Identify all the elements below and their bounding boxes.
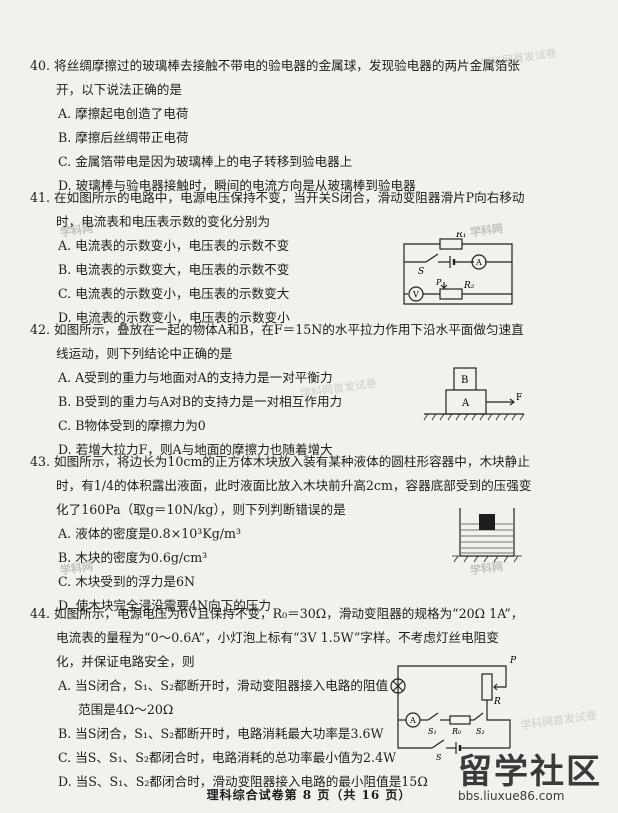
option: B. 当S闭合，S₁、S₂都断开时，电路消耗最大功率是3.6W <box>58 726 384 741</box>
q42-blocks-diagram: B A F <box>423 367 525 421</box>
option: B. 木块的密度为0.6g/cm³ <box>58 550 208 565</box>
resistor-r1 <box>439 238 463 250</box>
switch-s2 <box>473 712 484 721</box>
rheostat-r <box>481 673 493 701</box>
option: D. 当S、S₁、S₂都闭合时，滑动变阻器接入电路的最小阻值是15Ω <box>58 774 428 789</box>
option: D. 若增大拉力F，则A与地面的摩擦力也随着增大 <box>58 442 333 457</box>
brand-watermark: 留学社区 bbs.liuxue86.com <box>458 744 608 804</box>
question-stem: 电流表的量程为“0～0.6A”，小灯泡上标有“3V 1.5W”字样。不考虑灯丝电… <box>56 630 499 645</box>
label-voltmeter: V <box>412 290 419 299</box>
question-42: 42. 如图所示，叠放在一起的物体A和B，在F＝15N的水平拉力作用下沿水平面做… <box>30 318 600 462</box>
question-stem: 时，有1/4的体积露出液面，此时液面比放入木块前升高2cm，容器底部受到的压强变 <box>56 478 532 493</box>
option: C. 当S、S₁、S₂都闭合时，电路消耗的总功率最小值为2.4W <box>58 750 397 765</box>
option: B. 摩擦后丝绸带正电荷 <box>58 130 189 145</box>
wire <box>403 243 440 262</box>
resistor-r0 <box>449 715 471 725</box>
slider-p <box>482 665 507 688</box>
question-44: 44. 如图所示，电源电压为6V且保持不变，R₀＝30Ω，滑动变阻器的规格为“2… <box>30 602 600 794</box>
question-stem: 40. 将丝绸摩擦过的玻璃棒去接触不带电的验电器的金属球，发现验电器的两片金属箔… <box>30 58 521 73</box>
option: A. 摩擦起电创造了电荷 <box>58 106 189 121</box>
label-b: B <box>461 375 468 386</box>
label-r1: R₁ <box>455 232 466 240</box>
switch-s1 <box>427 712 439 721</box>
label-r0: R₀ <box>451 727 462 736</box>
question-40: 40. 将丝绸摩擦过的玻璃棒去接触不带电的验电器的金属球，发现验电器的两片金属箔… <box>30 54 600 198</box>
option: D. 使木块完全浸没需要4N向下的压力 <box>58 598 271 613</box>
brand-url: bbs.liuxue86.com <box>458 789 565 803</box>
option: C. B物体受到的摩擦力为0 <box>58 418 206 433</box>
force-arrow-head <box>509 398 515 406</box>
option: C. 金属箔带电是因为玻璃棒上的电子转移到验电器上 <box>58 154 353 169</box>
wood-block <box>479 514 495 530</box>
wire <box>462 243 513 262</box>
question-stem: 41. 在如图所示的电路中，电源电压保持不变，当开关S闭合，滑动变阻器滑片P向右… <box>30 190 525 205</box>
label-s2: S₂ <box>476 727 485 736</box>
slider-p <box>440 284 448 289</box>
wire <box>486 700 511 748</box>
option: A. A受到的重力与地面对A的支持力是一对平衡力 <box>58 370 333 385</box>
lamp <box>392 680 404 692</box>
label-s1: S₁ <box>428 727 437 736</box>
question-stem: 化，并保证电路安全，则 <box>56 654 195 669</box>
q41-circuit-diagram: R₁ S A V P R₂ <box>403 232 513 305</box>
option-continuation: 范围是4Ω～20Ω <box>78 702 174 717</box>
block-a <box>445 389 487 415</box>
option: B. 电流表的示数变大，电压表的示数不变 <box>58 262 290 277</box>
label-ammeter: A <box>409 716 416 725</box>
label-r: R <box>493 697 501 707</box>
question-stem: 线运动，则下列结论中正确的是 <box>56 346 233 361</box>
question-stem: 化了160Pa（取g＝10N/kg），则下列判断错误的是 <box>56 502 346 517</box>
q43-container-diagram <box>452 508 522 563</box>
wire <box>403 261 513 305</box>
label-s: S <box>436 753 442 760</box>
label-ammeter: A <box>475 258 482 267</box>
question-stem: 开，以下说法正确的是 <box>56 82 182 97</box>
option: A. 电流表的示数变小，电压表的示数不变 <box>58 238 290 253</box>
brand-name: 留学社区 <box>458 752 602 792</box>
resistor-r2 <box>439 288 463 300</box>
label-p: P <box>509 656 517 666</box>
label-f: F <box>516 393 522 403</box>
option: D. 电流表的示数变小，电压表的示数变小 <box>58 310 290 325</box>
question-stem: 时，电流表和电压表示数的变化分别为 <box>56 214 271 229</box>
label-r2: R₂ <box>463 281 475 291</box>
option: C. 木块受到的浮力是6N <box>58 574 195 589</box>
label-s: S <box>418 267 424 277</box>
option: D. 玻璃棒与验电器接触时，瞬间的电流方向是从玻璃棒到验电器 <box>58 178 416 193</box>
option: B. B受到的重力与A对B的支持力是一对相互作用力 <box>58 394 343 409</box>
question-stem: 42. 如图所示，叠放在一起的物体A和B，在F＝15N的水平拉力作用下沿水平面做… <box>30 322 524 337</box>
wire <box>397 665 482 679</box>
q44-circuit-diagram: P R A S₁ R₀ S₂ S <box>390 656 517 760</box>
slider-p-head <box>493 683 498 691</box>
ammeter <box>471 254 487 270</box>
question-43: 43. 如图所示，将边长为10cm的正方体木块放入装有某种液体的圆柱形容器中，木… <box>30 450 600 618</box>
question-stem: 43. 如图所示，将边长为10cm的正方体木块放入装有某种液体的圆柱形容器中，木… <box>30 454 530 469</box>
wire <box>397 676 432 749</box>
label-a: A <box>461 398 470 409</box>
option: C. 电流表的示数变小，电压表的示数变大 <box>58 286 290 301</box>
page-footer: 理科综合试卷第 8 页（共 16 页） <box>206 788 412 802</box>
option: A. 当S闭合，S₁、S₂都断开时，滑动变阻器接入电路的阻值 <box>58 678 389 693</box>
question-stem: 44. 如图所示，电源电压为6V且保持不变，R₀＝30Ω，滑动变阻器的规格为“2… <box>30 606 524 621</box>
question-41: 41. 在如图所示的电路中，电源电压保持不变，当开关S闭合，滑动变阻器滑片P向右… <box>30 186 600 330</box>
switch-s <box>431 739 445 749</box>
label-p: P <box>435 278 442 287</box>
option: A. 液体的密度是0.8×10³Kg/m³ <box>58 526 242 541</box>
switch-s <box>425 253 439 263</box>
